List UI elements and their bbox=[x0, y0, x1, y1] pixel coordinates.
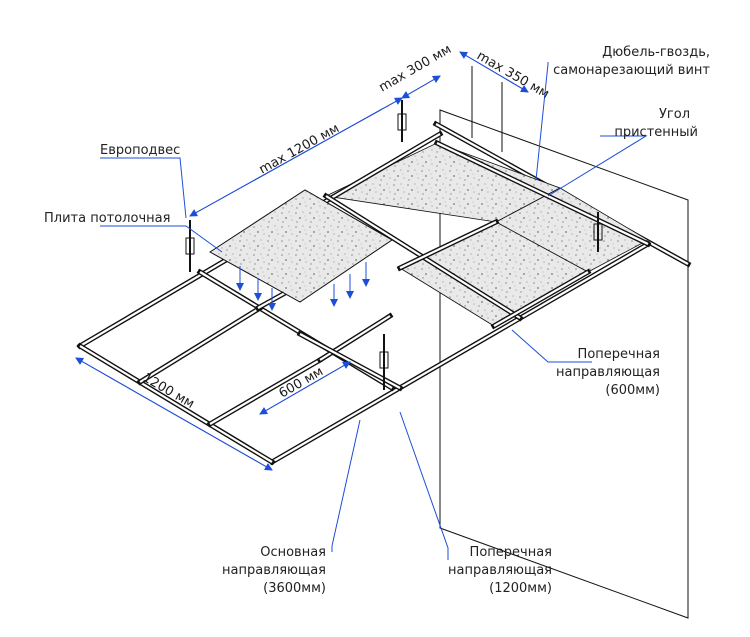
dim-max300: max 300 мм bbox=[377, 42, 455, 95]
dim-1200: 1200 мм bbox=[140, 370, 197, 411]
label-main-1: Основная bbox=[260, 545, 326, 560]
label-dowel-1: Дюбель-гвоздь, bbox=[602, 45, 710, 60]
label-cross1200-2: направляющая bbox=[448, 563, 552, 578]
label-cross600-1: Поперечная bbox=[578, 347, 660, 362]
label-cross600-3: (600мм) bbox=[605, 383, 660, 398]
dim-max350: max 350 мм bbox=[474, 48, 552, 101]
label-cross600-2: направляющая bbox=[556, 365, 660, 380]
dimension-lines bbox=[75, 51, 529, 471]
label-corner-2: пристенный bbox=[614, 125, 698, 140]
label-europodves: Европодвес bbox=[100, 143, 180, 158]
grid-rails bbox=[76, 130, 652, 466]
hanger-2 bbox=[397, 100, 407, 142]
label-plate: Плита потолочная bbox=[44, 211, 170, 226]
label-dowel-2: самонарезающий винт bbox=[553, 63, 710, 78]
callout-leaders bbox=[100, 62, 648, 560]
ceiling-tile-floating bbox=[209, 189, 393, 303]
label-main-3: (3600мм) bbox=[263, 581, 326, 596]
label-cross1200-3: (1200мм) bbox=[489, 581, 552, 596]
hanger-4 bbox=[379, 334, 389, 390]
hanger-3 bbox=[593, 212, 603, 252]
label-main-2: направляющая bbox=[222, 563, 326, 578]
install-arrows bbox=[236, 262, 370, 311]
dim-max1200: max 1200 мм bbox=[257, 121, 342, 177]
label-corner-1: Угол bbox=[659, 107, 690, 122]
label-cross1200-1: Поперечная bbox=[470, 545, 552, 560]
hanger-1 bbox=[185, 220, 195, 272]
labels: Европодвес Плита потолочная Дюбель-гвозд… bbox=[44, 45, 710, 596]
